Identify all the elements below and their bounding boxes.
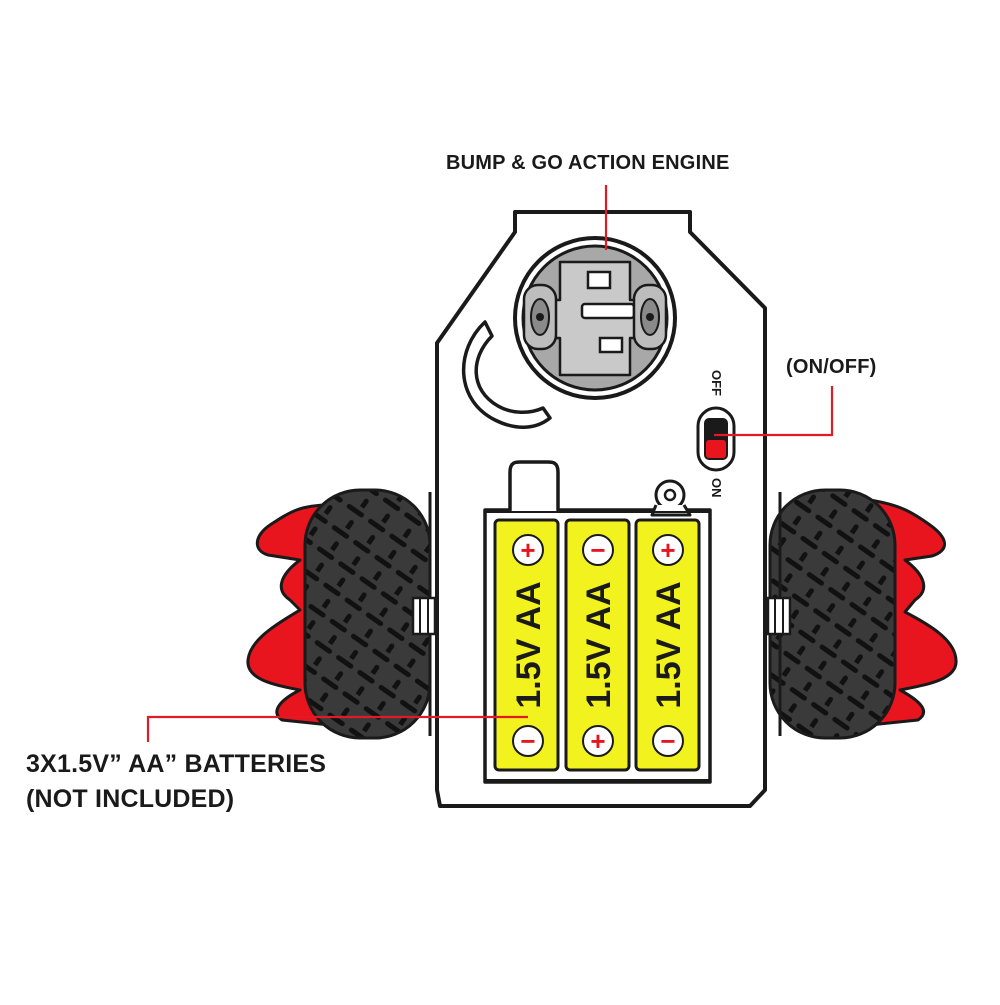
battery-compartment: + 1.5V AA − − 1.5V AA + + 1.5V AA − [483,460,712,784]
switch-on-label: ON [709,478,724,498]
left-axle [411,596,437,636]
engine-callout: BUMP & GO ACTION ENGINE [446,152,730,174]
battery-1-label: 1.5V AA [510,581,548,708]
right-wheel [766,488,958,740]
battery-1: + 1.5V AA − [493,518,560,772]
battery-2-bottom-terminal: + [590,726,605,756]
battery-3-label: 1.5V AA [650,581,688,708]
switch-leader [714,386,834,437]
sound-arc [462,320,552,429]
batteries-callout-line1: 3X1.5V” AA” BATTERIES [26,750,327,778]
battery-3-top-terminal: + [660,535,675,565]
batteries-callout-line2: (NOT INCLUDED) [26,785,235,813]
switch-off-label: OFF [709,370,724,396]
switch-slider[interactable] [706,440,726,458]
leader-lines [146,185,834,742]
switch-callout: (ON/OFF) [786,356,877,378]
power-switch[interactable]: OFF ON [696,370,736,498]
bump-and-go-engine [513,236,677,400]
battery-2: − 1.5V AA + [564,518,631,772]
right-axle [766,596,792,636]
battery-2-top-terminal: − [590,535,605,565]
battery-2-label: 1.5V AA [580,581,618,708]
left-wheel [246,488,437,740]
battery-leader [146,715,528,742]
battery-1-bottom-terminal: − [520,726,535,756]
left-tire [303,488,432,740]
battery-3-bottom-terminal: − [660,726,675,756]
battery-1-top-terminal: + [520,535,535,565]
battery-3: + 1.5V AA − [634,518,701,772]
